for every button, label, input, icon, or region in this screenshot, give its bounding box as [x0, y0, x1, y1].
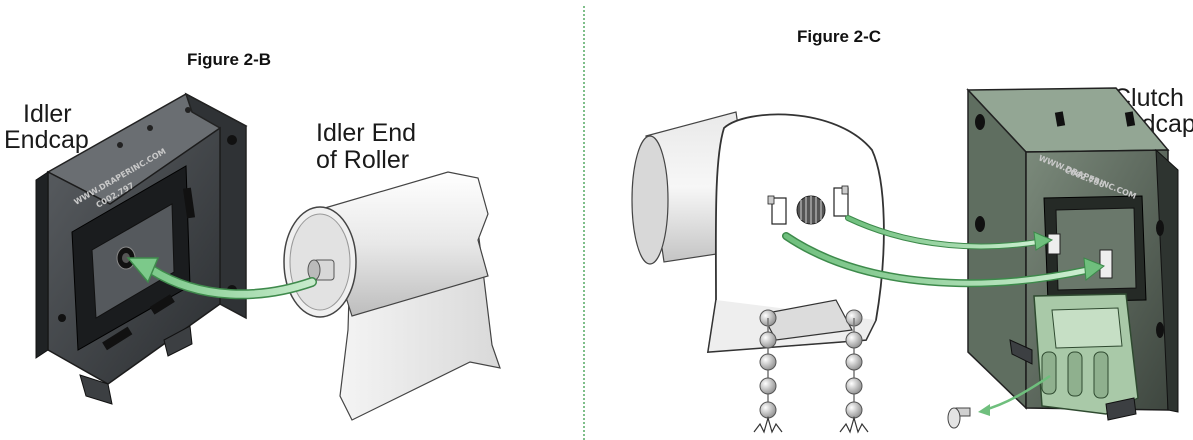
- idler-endcap-label-line1: Idler: [23, 100, 72, 128]
- bead-chain-right: [839, 309, 869, 434]
- clutch-endcap-bracket: WWW.DRAPERINC.COM C002.796: [966, 87, 1179, 421]
- figure-2c-panel: Figure 2-C Clutch Endcap: [586, 0, 1193, 440]
- bead-chain-left: [753, 309, 783, 434]
- idler-endcap-label-line2: Endcap: [4, 126, 89, 154]
- idler-assembly-arrow: [126, 257, 317, 300]
- figure-2b-illustration: WWW.DRAPERINC.COM C002.797: [35, 92, 501, 421]
- figure-2b-panel: Figure 2-B Idler Endcap Idler End of Rol…: [0, 0, 580, 440]
- clutch-mechanism: [1033, 293, 1139, 415]
- clutch-assembly-arrow-lower: [782, 232, 1105, 288]
- idler-roller-label-line2: of Roller: [316, 146, 410, 174]
- idler-roller: [283, 171, 501, 421]
- figure-2c-illustration: WWW.DRAPERINC.COM C002.796: [631, 87, 1179, 434]
- figure-2b-title: Figure 2-B: [187, 50, 272, 69]
- idler-roller-label-line1: Idler End: [316, 119, 417, 147]
- mounting-screw: [947, 374, 1051, 429]
- panel-divider: [583, 6, 585, 440]
- figure-2c-title: Figure 2-C: [797, 27, 882, 46]
- clutch-assembly-arrow-upper: [845, 215, 1054, 251]
- clutch-roller: [631, 111, 885, 353]
- idler-endcap-bracket: WWW.DRAPERINC.COM C002.797: [35, 92, 248, 405]
